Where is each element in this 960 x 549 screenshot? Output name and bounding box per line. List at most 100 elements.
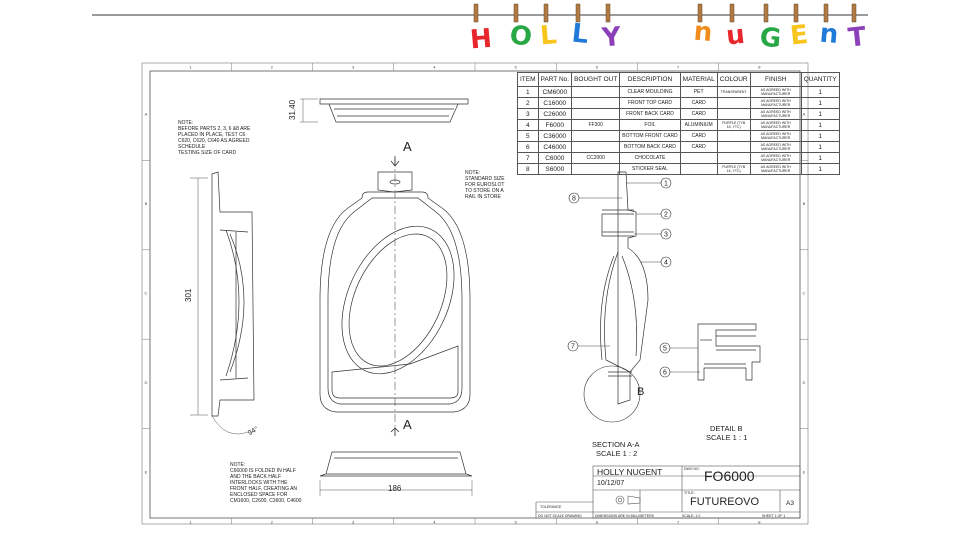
balloon-7 [567, 340, 579, 352]
brand-letter: Y [600, 22, 624, 54]
zone-row-label: A [145, 112, 148, 117]
bom-header: BOUGHT OUT [571, 72, 621, 87]
bom-cell-item: 1 [517, 86, 539, 98]
clothes-peg [513, 3, 519, 23]
bom-cell-material: CARD [679, 108, 718, 120]
depth-dimension [300, 98, 318, 123]
top-view [319, 98, 469, 123]
bom-cell-bought: CC2000 [571, 152, 621, 164]
clothes-peg [473, 3, 479, 23]
bom-cell-colour [716, 141, 751, 153]
zone-row-label: E [145, 469, 148, 474]
bom-cell-item: 5 [517, 130, 539, 142]
title-block-tolerance: TOLERANCE [540, 505, 562, 509]
bom-cell-desc: FRONT BACK CARD [619, 108, 681, 120]
bom-cell-item: 2 [517, 97, 539, 109]
brand-letter: L [570, 18, 590, 50]
bom-cell-finish: AS AGREED WITH MANUFACTURER [749, 97, 802, 109]
brand-letter: T [847, 22, 868, 54]
balloon-number: 8 [572, 196, 576, 203]
zone-col-label: 6 [596, 65, 599, 70]
zone-col-label: 7 [677, 520, 680, 525]
bom-cell-qty: 1 [800, 97, 840, 109]
clothes-peg [697, 3, 703, 23]
detail-b-circle [583, 365, 641, 423]
title-block-date: 10/12/07 [597, 480, 625, 487]
bill-of-materials: ITEM PART No. BOUGHT OUT DESCRIPTION MAT… [517, 72, 840, 175]
clothes-peg [851, 3, 857, 23]
bom-cell-qty: 1 [800, 108, 840, 120]
bom-cell-desc: FOIL [619, 119, 681, 131]
brand-letter: L [539, 20, 558, 51]
section-marker-bottom: A [403, 417, 412, 432]
note-card-testing: NOTE: BEFORE PARTS 2, 3, 6 &8 ARE PLACED… [178, 120, 251, 156]
zone-col-label: 7 [677, 65, 680, 70]
zone-row-label: B [803, 201, 806, 206]
note-folding: NOTE: C66000 IS FOLDED IN HALF AND THE B… [230, 462, 302, 504]
zone-row-label: B [145, 201, 148, 206]
bom-cell-finish: AS AGREED WITH MANUFACTURER [749, 152, 802, 164]
bom-cell-part: C26000 [537, 108, 573, 120]
brand-letter: u [725, 20, 747, 52]
bom-header: COLOUR [716, 72, 751, 87]
balloon-1 [660, 177, 672, 189]
detail-title: DETAIL B [710, 424, 743, 433]
bom-cell-desc: BOTTOM FRONT CARD [619, 130, 681, 142]
bom-cell-bought [571, 97, 621, 109]
top-rule [92, 14, 868, 16]
bom-cell-material: PET [679, 86, 718, 98]
title-block-title-label: TITLE: [684, 491, 695, 495]
bom-header: PART No. [537, 72, 573, 87]
clothes-peg [543, 3, 549, 23]
bom-cell-material: CARD [679, 141, 718, 153]
brand-letter: H [469, 24, 493, 56]
bom-cell-item: 6 [517, 141, 539, 153]
bom-cell-material: CARD [679, 97, 718, 109]
title-block-size: A3 [786, 500, 794, 507]
note-euroslot: NOTE: STANDARD SIZE FOR EUROSLOT TO STOR… [465, 170, 505, 200]
bom-cell-desc: CLEAR MOULDING [619, 86, 681, 98]
bom-cell-part: CM6000 [537, 86, 573, 98]
brand-letter: n [693, 17, 714, 48]
section-title: SECTION A-A [592, 440, 640, 449]
zone-col-label: 8 [758, 65, 761, 70]
bom-cell-item: 4 [517, 119, 539, 131]
zone-col-label: 8 [758, 520, 761, 525]
bom-cell-colour: PURPLE (TYB 16, YTC) [716, 163, 751, 175]
zone-row-label: E [803, 469, 806, 474]
height-dim-text: 301 [184, 288, 193, 302]
balloon-leaders [578, 182, 700, 373]
bom-header: DESCRIPTION [619, 72, 681, 87]
detail-scale: SCALE 1 : 1 [706, 433, 748, 442]
balloon-6 [659, 366, 671, 378]
bom-cell-finish: AS AGREED WITH MANUFACTURER [749, 119, 802, 131]
bom-cell-finish: AS AGREED WITH MANUFACTURER [749, 86, 802, 98]
width-dim-text: 186 [388, 484, 402, 493]
balloon-number: 5 [663, 346, 667, 353]
height-dimension [190, 177, 249, 435]
section-scale: SCALE 1 : 2 [596, 449, 638, 458]
bom-cell-bought [571, 86, 621, 98]
bom-cell-item: 8 [517, 163, 539, 175]
bom-cell-material [679, 163, 718, 175]
balloon-3 [660, 228, 672, 240]
balloon-2 [660, 208, 672, 220]
bom-cell-colour [716, 130, 751, 142]
zone-col-label: 4 [433, 65, 436, 70]
depth-dim-text: 31.40 [288, 99, 297, 120]
title-block [535, 465, 801, 519]
balloon-4 [660, 256, 672, 268]
zone-col-label: 4 [433, 520, 436, 525]
section-marker-top: A [403, 139, 412, 154]
bom-cell-part: C36000 [537, 130, 573, 142]
zone-col-label: 1 [190, 65, 193, 70]
bom-cell-part: F6000 [537, 119, 573, 131]
bom-header: ITEM [517, 72, 539, 87]
bom-cell-finish: AS AGREED WITH MANUFACTURER [749, 130, 802, 142]
zone-col-label: 3 [352, 65, 355, 70]
